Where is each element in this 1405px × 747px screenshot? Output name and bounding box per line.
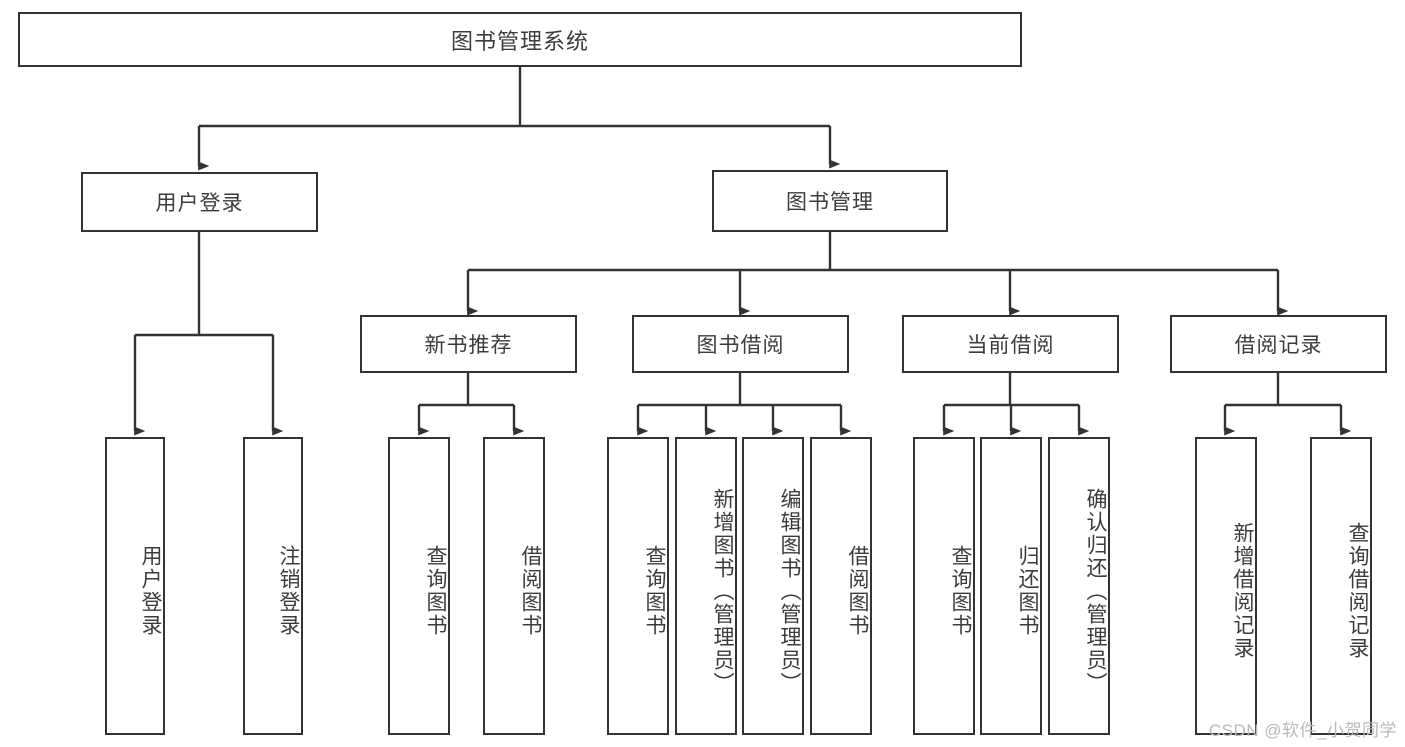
node-leaf-query-book-2-label: 查询图书 — [643, 545, 666, 637]
node-current-borrow-label: 当前借阅 — [966, 334, 1055, 357]
node-leaf-query-record[interactable]: 查询借阅记录 — [1310, 437, 1372, 735]
node-leaf-edit-book-label: 编辑图书（管理员） — [778, 487, 801, 695]
node-leaf-user-login-label: 用户登录 — [139, 545, 162, 637]
node-new-book-recommend-label: 新书推荐 — [424, 334, 513, 357]
node-leaf-query-book-2[interactable]: 查询图书 — [607, 437, 669, 735]
node-root-system[interactable]: 图书管理系统 — [18, 12, 1022, 67]
node-leaf-logout-login[interactable]: 注销登录 — [243, 437, 303, 735]
node-book-management[interactable]: 图书管理 — [712, 170, 948, 232]
node-borrow-record-label: 借阅记录 — [1234, 334, 1323, 357]
node-leaf-query-book-3-label: 查询图书 — [949, 545, 972, 637]
node-leaf-add-book-label: 新增图书（管理员） — [711, 487, 734, 695]
node-leaf-logout-login-label: 注销登录 — [277, 545, 300, 637]
node-user-login[interactable]: 用户登录 — [81, 172, 318, 232]
node-leaf-return-book[interactable]: 归还图书 — [980, 437, 1042, 735]
node-leaf-borrow-book-2[interactable]: 借阅图书 — [810, 437, 872, 735]
node-book-borrow-label: 图书借阅 — [696, 334, 785, 357]
node-book-management-label: 图书管理 — [786, 191, 874, 214]
node-leaf-user-login[interactable]: 用户登录 — [105, 437, 165, 735]
node-new-book-recommend[interactable]: 新书推荐 — [360, 315, 577, 373]
node-leaf-borrow-book-1[interactable]: 借阅图书 — [483, 437, 545, 735]
node-leaf-return-book-label: 归还图书 — [1016, 545, 1039, 637]
node-leaf-edit-book[interactable]: 编辑图书（管理员） — [742, 437, 804, 735]
node-leaf-confirm-return-label: 确认归还（管理员） — [1084, 487, 1107, 695]
node-root-label: 图书管理系统 — [450, 28, 589, 54]
node-current-borrow[interactable]: 当前借阅 — [902, 315, 1119, 373]
node-leaf-add-record[interactable]: 新增借阅记录 — [1195, 437, 1257, 735]
node-leaf-query-book-1[interactable]: 查询图书 — [388, 437, 450, 735]
node-leaf-add-book[interactable]: 新增图书（管理员） — [675, 437, 737, 735]
node-leaf-borrow-book-2-label: 借阅图书 — [846, 545, 869, 637]
node-leaf-add-record-label: 新增借阅记录 — [1231, 522, 1254, 660]
node-leaf-query-book-3[interactable]: 查询图书 — [913, 437, 975, 735]
node-leaf-confirm-return[interactable]: 确认归还（管理员） — [1048, 437, 1110, 735]
csdn-watermark: CSDN @软件_小贺同学 — [1208, 721, 1397, 740]
node-user-login-label: 用户登录 — [155, 192, 244, 215]
node-leaf-query-book-1-label: 查询图书 — [424, 545, 447, 637]
node-leaf-borrow-book-1-label: 借阅图书 — [519, 545, 542, 637]
node-book-borrow[interactable]: 图书借阅 — [632, 315, 849, 373]
node-leaf-query-record-label: 查询借阅记录 — [1346, 522, 1369, 660]
node-borrow-record[interactable]: 借阅记录 — [1170, 315, 1387, 373]
